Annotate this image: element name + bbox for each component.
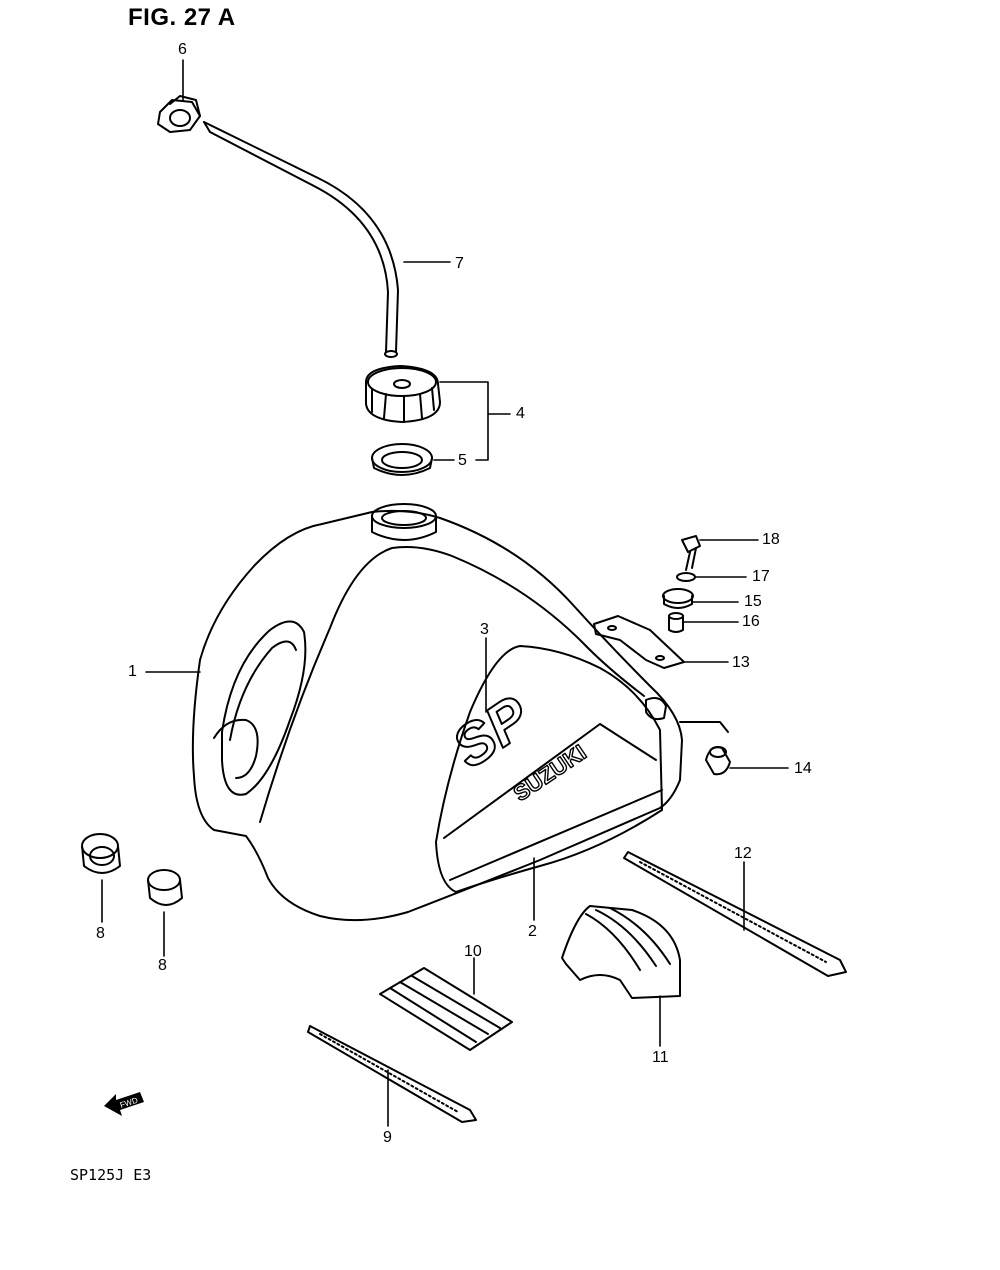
callout-3: 3	[480, 621, 489, 638]
forward-arrow-icon: FWD	[104, 1092, 144, 1116]
cushion-part	[662, 588, 694, 609]
callout-15: 15	[744, 593, 762, 610]
forward-arrow-label: FWD	[119, 1096, 139, 1110]
callout-4: 4	[516, 405, 525, 422]
hose-clip-part	[157, 95, 201, 133]
fuel-cap-part	[365, 365, 441, 423]
rubber-pad-part	[379, 967, 513, 1051]
callout-2: 2	[528, 923, 537, 940]
rear-cushion-part	[705, 746, 731, 776]
breather-hose-part	[203, 121, 399, 358]
grommet-part-a	[81, 833, 121, 874]
callout-8-a: 8	[96, 925, 105, 942]
callout-1: 1	[128, 663, 137, 680]
tie-strap-part-small	[307, 1025, 477, 1123]
callout-16: 16	[742, 613, 760, 630]
callout-9: 9	[383, 1129, 392, 1146]
callout-12: 12	[734, 845, 752, 862]
callout-7: 7	[455, 255, 464, 272]
bolt-part	[681, 535, 701, 571]
callout-8-b: 8	[158, 957, 167, 974]
collar-part	[668, 612, 684, 633]
grommet-part-b	[147, 869, 183, 906]
cap-gasket-part	[371, 443, 433, 476]
callout-14: 14	[794, 760, 812, 777]
tank-bracket-part	[593, 615, 685, 669]
figure-title: FIG. 27 A	[128, 4, 236, 31]
callout-11: 11	[652, 1049, 669, 1066]
washer-part	[676, 572, 696, 582]
callout-18: 18	[762, 531, 780, 548]
callout-6: 6	[178, 41, 187, 58]
tie-strap-part	[623, 851, 847, 977]
tank-decal-graphic: SP SUZUKI	[440, 682, 591, 806]
callout-5: 5	[458, 452, 467, 469]
tank-logo-text: SP	[441, 683, 542, 780]
callout-13: 13	[732, 654, 750, 671]
fuel-tank-part	[191, 503, 729, 922]
callout-10: 10	[464, 943, 482, 960]
leader-lines	[101, 59, 789, 1127]
model-code: SP125J E3	[70, 1166, 152, 1184]
callout-17: 17	[752, 568, 770, 585]
tank-cushion-part	[561, 905, 681, 999]
